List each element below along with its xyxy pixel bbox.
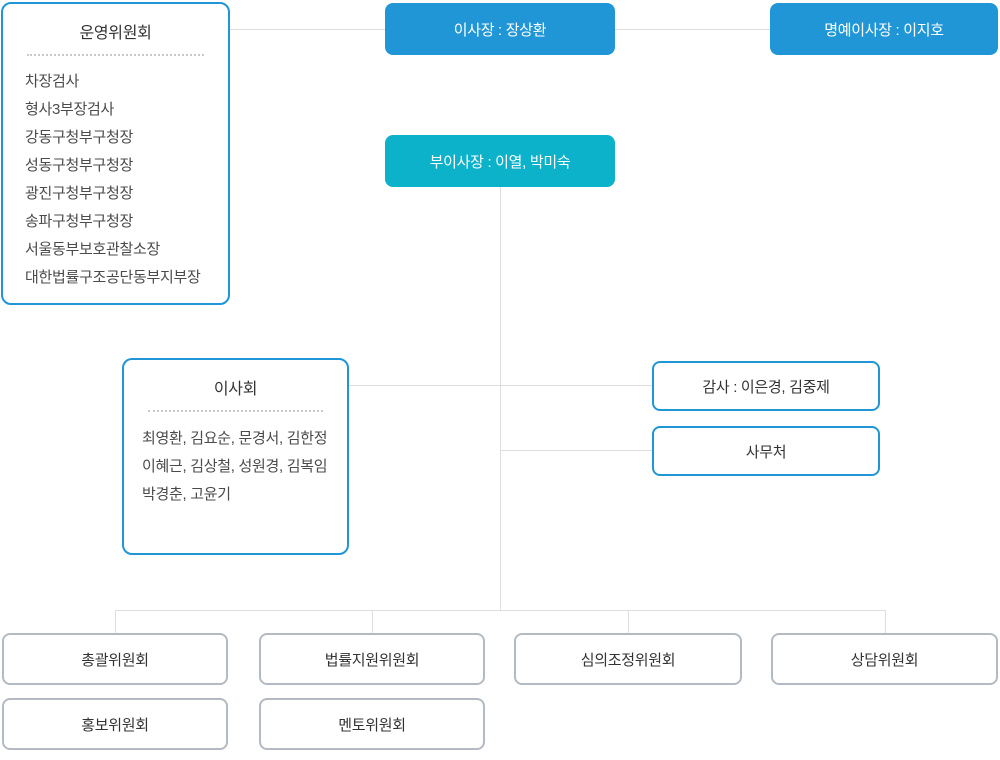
board-name-line: 이혜근, 김상철, 성원경, 김복임 [142, 458, 328, 475]
committee-counseling-node: 상담위원회 [771, 633, 998, 685]
committee-label: 심의조정위원회 [580, 651, 676, 669]
chairman-label: 이사장 : 장상환 [453, 21, 547, 39]
operating-member: 강동구청부구청장 [25, 129, 134, 146]
board-panel: 이사회 최영환, 김요순, 문경서, 김한정 이혜근, 김상철, 성원경, 김복… [122, 358, 349, 555]
operating-member: 송파구청부구청장 [25, 213, 134, 230]
connector-trunk-to-secretariat [500, 450, 652, 451]
honorary-chairman-node: 명예이사장 : 이지호 [770, 3, 998, 55]
board-divider [148, 410, 323, 412]
board-member-names: 최영환, 김요순, 문경서, 김한정 이혜근, 김상철, 성원경, 김복임 박경… [124, 425, 347, 509]
committee-deliberation-node: 심의조정위원회 [514, 633, 742, 685]
connector-committees-rail [115, 610, 885, 611]
board-title: 이사회 [213, 381, 258, 398]
connector-stub-legal-committee [372, 610, 373, 633]
committee-mentor-node: 멘토위원회 [259, 698, 485, 750]
committee-label: 상담위원회 [850, 651, 919, 669]
committee-label: 법률지원위원회 [324, 651, 420, 669]
chairman-node: 이사장 : 장상환 [385, 3, 615, 55]
operating-member: 형사3부장검사 [25, 101, 115, 118]
vice-chairman-node: 부이사장 : 이열, 박미숙 [385, 135, 615, 187]
operating-member: 광진구청부구청장 [25, 185, 134, 202]
operating-member: 대한법률구조공단동부지부장 [25, 269, 201, 286]
connector-vice-chairman-trunk [500, 187, 501, 611]
operating-member: 서울동부보호관찰소장 [25, 241, 161, 258]
board-name-line: 박경춘, 고윤기 [142, 486, 231, 503]
committee-legal-support-node: 법률지원위원회 [259, 633, 485, 685]
connector-stub-counseling-committee [885, 610, 886, 633]
operating-committee-member-list: 차장검사 형사3부장검사 강동구청부구청장 성동구청부구청장 광진구청부구청장 … [3, 68, 228, 292]
operating-member: 차장검사 [25, 73, 80, 90]
committee-label: 총괄위원회 [81, 651, 149, 669]
operating-committee-title: 운영위원회 [79, 25, 152, 42]
operating-committee-panel: 운영위원회 차장검사 형사3부장검사 강동구청부구청장 성동구청부구청장 광진구… [1, 2, 230, 305]
connector-stub-deliberation-committee [628, 610, 629, 633]
auditor-node: 감사 : 이은경, 김중제 [652, 361, 880, 411]
operating-committee-divider [27, 54, 204, 56]
committee-general-node: 총괄위원회 [2, 633, 228, 685]
vice-chairman-label: 부이사장 : 이열, 박미숙 [429, 153, 571, 171]
board-name-line: 최영환, 김요순, 문경서, 김한정 [142, 430, 328, 447]
auditor-label: 감사 : 이은경, 김중제 [702, 378, 830, 396]
committee-label: 멘토위원회 [338, 716, 406, 734]
operating-member: 성동구청부구청장 [25, 157, 134, 174]
secretariat-node: 사무처 [652, 426, 880, 476]
connector-stub-general-committee [115, 610, 116, 633]
committee-pr-node: 홍보위원회 [2, 698, 228, 750]
honorary-chairman-label: 명예이사장 : 이지호 [824, 21, 944, 39]
connector-chairman-to-honorary [615, 29, 770, 30]
connector-operating-to-chairman [230, 29, 385, 30]
committee-label: 홍보위원회 [81, 716, 149, 734]
connector-board-to-auditor [349, 385, 652, 386]
secretariat-label: 사무처 [745, 443, 787, 461]
